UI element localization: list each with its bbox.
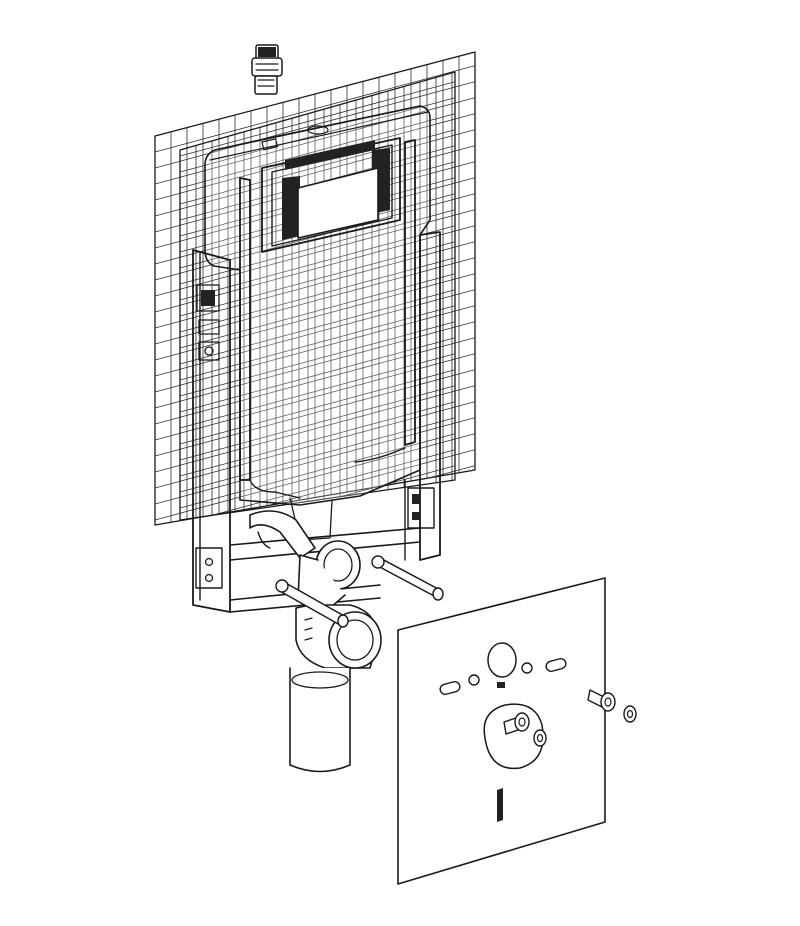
mesh-line [180,433,455,509]
bolt-with-washer-left [503,712,547,747]
mesh-line [155,0,475,40]
mesh-line [180,72,455,109]
mesh-line [180,225,455,301]
mesh-line [155,257,475,345]
mesh-line [155,52,475,57]
mesh-line [180,81,455,157]
mesh-line [155,337,475,425]
mesh-line [180,289,455,365]
mesh-line [180,273,455,349]
mesh-line [155,305,475,393]
mesh-line [155,129,475,217]
mesh-line [180,257,455,333]
bolt-with-washer-right [587,689,637,723]
mesh-line [180,385,455,461]
drain-bend [249,510,382,669]
valve-connector [251,44,283,95]
mesh-line [155,273,475,361]
mesh-line [180,72,455,93]
mesh-line [180,353,455,429]
mesh-line [180,72,455,77]
mesh-line [180,97,455,173]
mesh-line [180,241,455,317]
mesh-line [180,0,455,60]
mesh-line [155,209,475,297]
mesh-line [155,353,475,441]
mesh-line [155,385,475,473]
mesh-line [180,209,455,285]
drain-pipe [289,667,351,773]
mesh-line [180,417,455,493]
mesh-line [155,97,475,185]
grid-mesh-panel-back [154,0,476,526]
mesh-line [155,417,475,505]
flush-plate-cutout [261,137,401,253]
mesh-line [155,65,475,153]
mesh-line [180,449,455,520]
mesh-line [180,337,455,413]
mesh-line [155,289,475,377]
mesh-line [155,369,475,457]
mesh-line [180,401,455,477]
mesh-line [180,305,455,381]
mesh-line [180,129,455,205]
mesh-line [155,52,475,73]
sound-insulation-pad [397,577,606,885]
mesh-line [155,321,475,409]
mounting-rods [275,555,444,628]
mesh-line [180,113,455,189]
mesh-line [155,193,475,281]
mesh-line [155,241,475,329]
mesh-line [155,401,475,489]
cistern-frame [192,105,441,613]
mesh-line [180,321,455,397]
mesh-line [180,369,455,445]
mesh-line [155,433,475,521]
